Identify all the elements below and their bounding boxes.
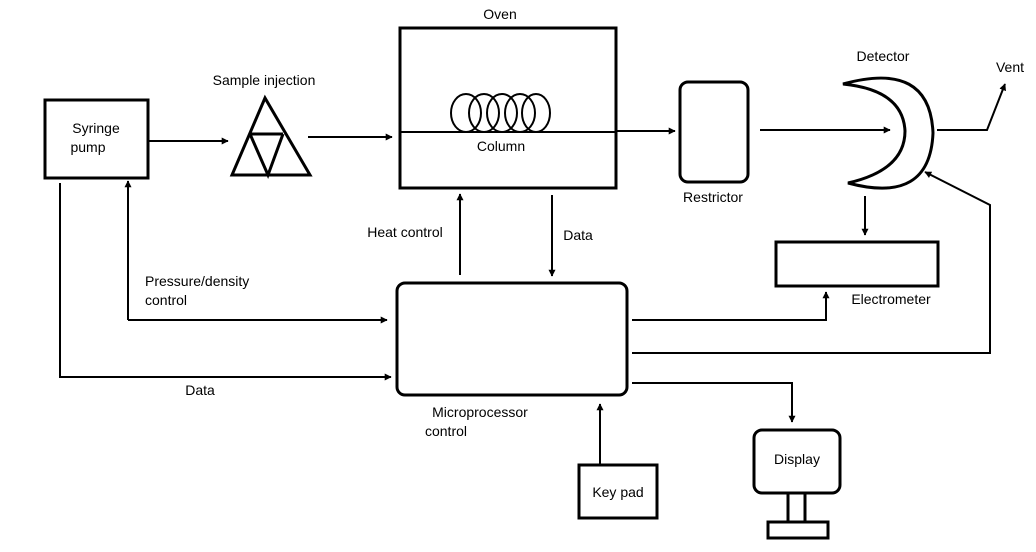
pressure-label-2: control: [145, 292, 187, 308]
restrictor-node: Restrictor: [678, 80, 750, 205]
syringe-pump-label-2: pump: [70, 139, 105, 155]
column-coil-icon: [450, 93, 551, 133]
display-node: Display: [752, 428, 842, 540]
sample-injection-label: Sample injection: [213, 72, 316, 88]
key-pad-node: Key pad: [577, 463, 659, 520]
pressure-label: Pressure/density: [145, 273, 249, 289]
oven-node: Oven Column: [398, 6, 618, 190]
column-label: Column: [477, 138, 525, 154]
key-pad-label: Key pad: [592, 484, 643, 500]
restrictor-label: Restrictor: [683, 189, 743, 205]
arrow-micro-to-detector: [632, 171, 991, 354]
microprocessor-node: Microprocessor control: [395, 281, 629, 439]
electrometer-label: Electrometer: [851, 291, 931, 307]
oven-label: Oven: [483, 6, 516, 22]
arrow-detector-to-vent: [937, 83, 1006, 131]
heat-control-label: Heat control: [367, 224, 442, 240]
display-label: Display: [774, 451, 820, 467]
syringe-pump-node: Syringe pump: [43, 98, 150, 180]
arrow-pump-data: [59, 183, 392, 381]
detector-label: Detector: [857, 48, 910, 64]
arrow-micro-to-electrometer: [632, 291, 830, 321]
syringe-pump-label: Syringe: [72, 120, 120, 136]
electrometer-node: Electrometer: [774, 240, 940, 307]
microprocessor-label-2: control: [425, 423, 467, 439]
arrow-micro-to-display: [632, 382, 796, 423]
pump-data-label: Data: [185, 382, 215, 398]
oven-data-label: Data: [563, 227, 593, 243]
sample-injection-node: Sample injection: [213, 72, 316, 180]
detector-node: Detector: [842, 48, 935, 190]
vent-label: Vent: [996, 59, 1024, 75]
microprocessor-label: Microprocessor: [432, 404, 528, 420]
